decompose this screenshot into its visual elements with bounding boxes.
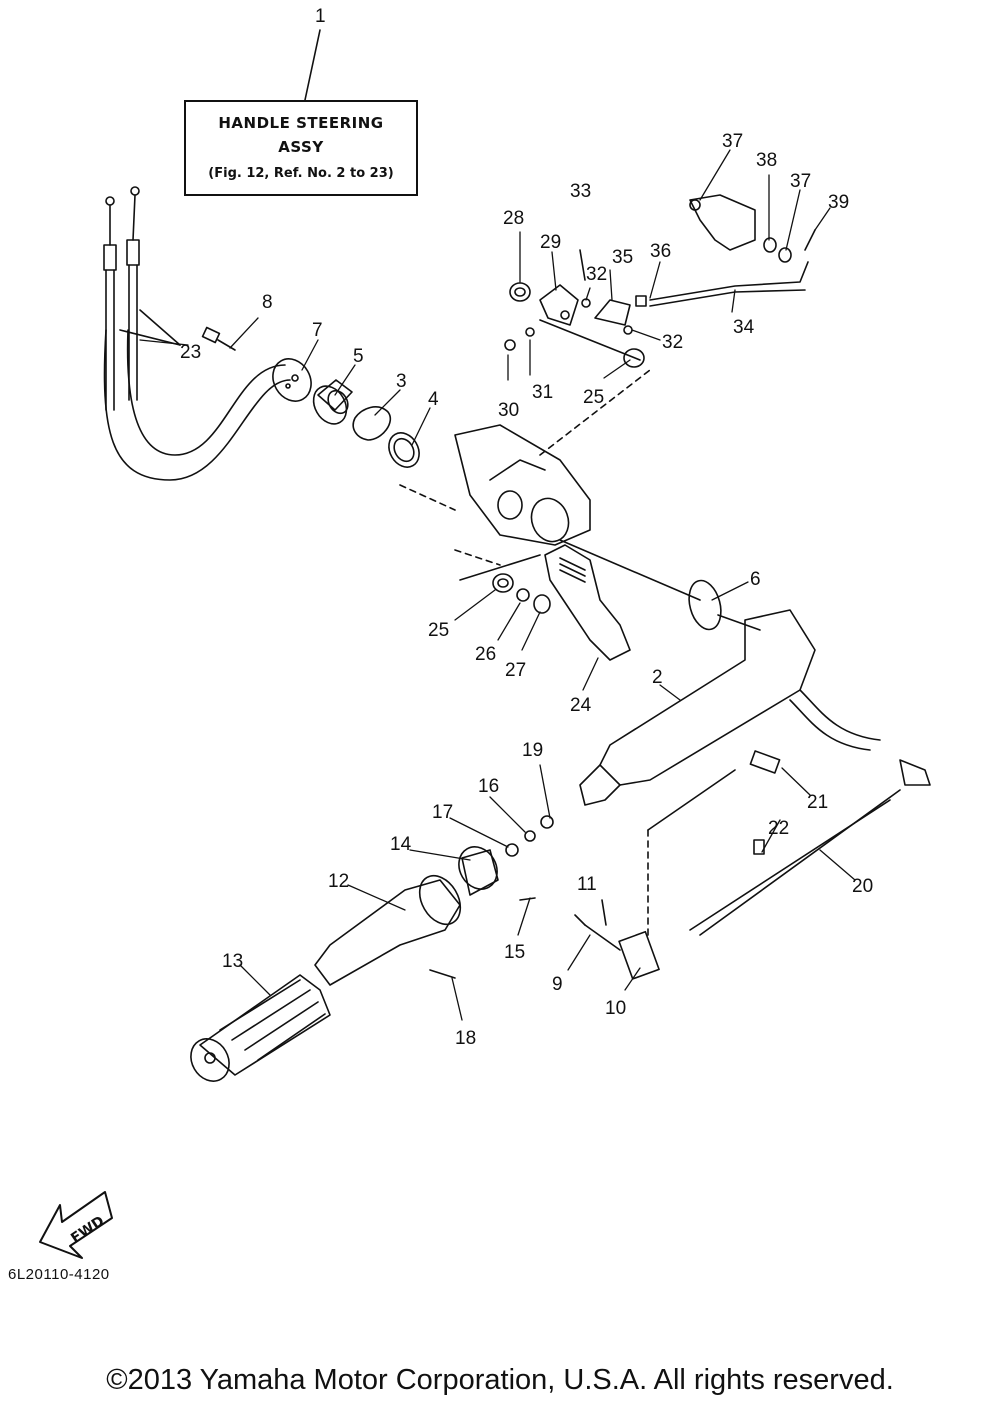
callout-32-lower: 32	[662, 332, 683, 353]
callout-39: 39	[828, 192, 849, 213]
shift-lever-parts	[492, 544, 631, 661]
callout-35: 35	[612, 247, 633, 268]
callout-27: 27	[505, 660, 526, 681]
callout-11: 11	[577, 874, 597, 895]
link-rod-parts	[504, 194, 816, 368]
callout-6: 6	[750, 569, 761, 590]
callout-8: 8	[262, 292, 273, 313]
callout-28: 28	[503, 208, 524, 229]
callout-23: 23	[180, 342, 201, 363]
callout-33: 33	[570, 181, 591, 202]
callout-13: 13	[222, 951, 243, 972]
callout-19: 19	[522, 740, 543, 761]
callout-30: 30	[498, 400, 519, 421]
callout-25-upper: 25	[583, 387, 604, 408]
callout-37-left: 37	[722, 131, 743, 152]
callout-7: 7	[312, 320, 323, 341]
callout-5: 5	[353, 346, 364, 367]
assy-label-line2: ASSY	[278, 138, 324, 156]
callout-18: 18	[455, 1028, 476, 1049]
callout-21: 21	[807, 792, 828, 813]
assy-label-box: HANDLE STEERING ASSY (Fig. 12, Ref. No. …	[184, 100, 418, 196]
assy-label-line1: HANDLE STEERING	[218, 114, 384, 132]
callout-2: 2	[652, 667, 663, 688]
steering-arm	[574, 579, 931, 980]
callout-15: 15	[504, 942, 525, 963]
callout-17: 17	[432, 802, 453, 823]
callout-34: 34	[733, 317, 755, 338]
callout-25-lower: 25	[428, 620, 449, 641]
callout-9: 9	[552, 974, 563, 995]
callout-12: 12	[328, 871, 349, 892]
callout-16: 16	[478, 776, 499, 797]
copyright-notice: ©2013 Yamaha Motor Corporation, U.S.A. A…	[106, 1364, 894, 1396]
callout-numbers: 1 2 3 4 5 6 7 8 9 10 11 12 13 14 15 16 1…	[180, 6, 873, 1049]
document-code: 6L20110-4120	[8, 1266, 110, 1283]
callout-4: 4	[428, 389, 439, 410]
fwd-label: FWD	[68, 1213, 107, 1247]
throttle-cables	[103, 186, 291, 481]
callout-24: 24	[570, 695, 592, 716]
callout-3: 3	[396, 371, 407, 392]
callout-22: 22	[768, 818, 789, 839]
callout-26: 26	[475, 644, 496, 665]
callout-37-right: 37	[790, 171, 811, 192]
callout-36: 36	[650, 241, 671, 262]
assy-label-line3: (Fig. 12, Ref. No. 2 to 23)	[208, 166, 394, 181]
callout-32-upper: 32	[586, 264, 607, 285]
callout-14: 14	[390, 834, 412, 855]
leader-1	[304, 29, 321, 101]
callout-leaders	[139, 149, 856, 1021]
grip-parts	[190, 815, 554, 1082]
callout-1: 1	[315, 6, 326, 27]
fwd-arrow	[39, 1191, 113, 1259]
callout-29: 29	[540, 232, 561, 253]
callout-10: 10	[605, 998, 626, 1019]
callout-20: 20	[852, 876, 873, 897]
callout-31: 31	[532, 382, 553, 403]
steering-bracket	[399, 369, 701, 601]
callout-38: 38	[756, 150, 777, 171]
